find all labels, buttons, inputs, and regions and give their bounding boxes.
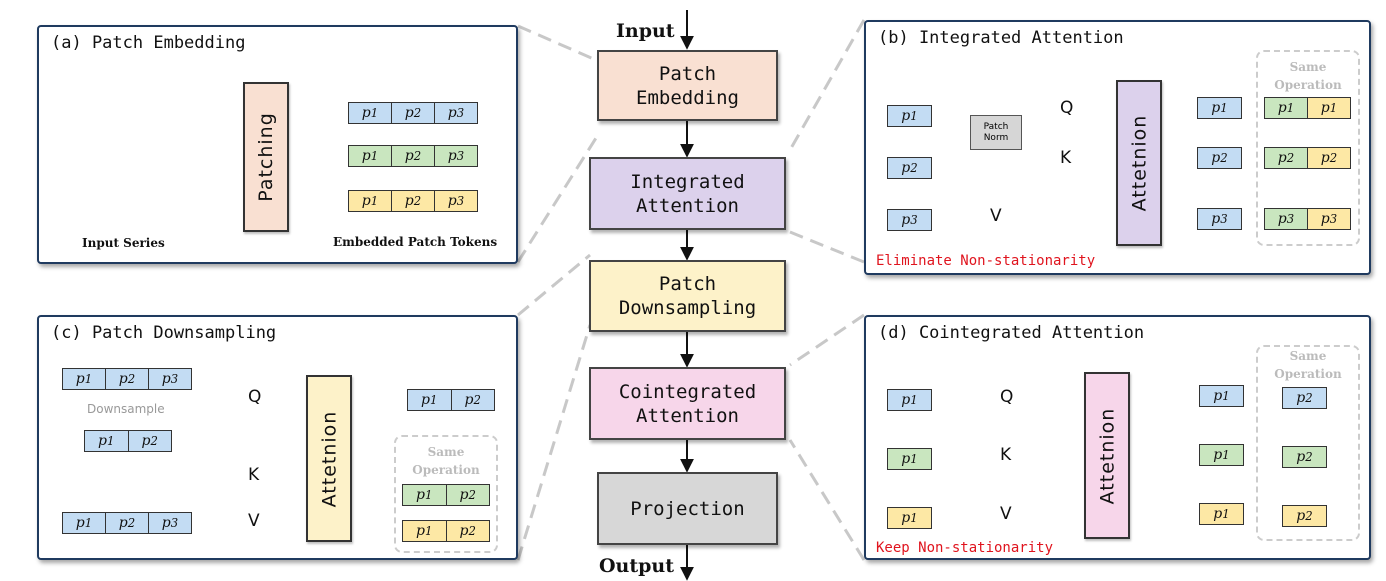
integrated-attention-block: Integrated Attention <box>589 157 786 230</box>
k-label: K <box>248 465 260 485</box>
integrated-attention-label: Integrated Attention <box>630 170 745 217</box>
same-operation-box <box>394 435 498 553</box>
eliminate-caption: Eliminate Non-stationarity <box>876 253 1096 269</box>
same-operation-label: Same Operation <box>1274 349 1342 381</box>
panel-d-title: (d) Cointegrated Attention <box>878 323 1145 343</box>
panel-b-title: (b) Integrated Attention <box>878 28 1124 48</box>
embedded-tokens-label: Embedded Patch Tokens <box>333 235 498 249</box>
k-label: K <box>1060 148 1072 168</box>
patch-embedding-label: Patch Embedding <box>636 62 739 109</box>
keep-caption: Keep Non-stationarity <box>876 540 1054 556</box>
projection-block: Projection <box>597 472 778 545</box>
patch-norm-block: Patch Norm <box>970 115 1022 150</box>
panel-a-title: (a) Patch Embedding <box>51 33 246 53</box>
output-label: Output <box>599 555 675 577</box>
v-label: V <box>1000 504 1012 524</box>
patch-downsampling-block: Patch Downsampling <box>589 260 786 332</box>
cointegrated-attention-block: Cointegrated Attention <box>589 367 786 440</box>
patching-label: Patching <box>255 112 278 202</box>
k-label: K <box>1000 445 1012 465</box>
v-label: V <box>990 206 1002 226</box>
downsample-label: Downsample <box>85 402 167 416</box>
same-operation-box <box>1256 345 1360 541</box>
attention-label: Attetnion <box>1096 407 1119 504</box>
cointegrated-attention-label: Cointegrated Attention <box>618 380 757 427</box>
attention-label: Attetnion <box>318 410 341 507</box>
v-label: V <box>248 511 260 531</box>
q-label: Q <box>248 387 262 407</box>
patch-embedding-block: Patch Embedding <box>597 50 778 121</box>
attention-block: Attetnion <box>1084 372 1130 539</box>
same-operation-label: Same Operation <box>1274 60 1342 92</box>
attention-label: Attetnion <box>1128 114 1151 212</box>
same-operation-label: Same Operation <box>412 445 480 477</box>
patching-block: Patching <box>243 82 289 232</box>
input-label: Input <box>616 20 675 42</box>
q-label: Q <box>1000 387 1014 407</box>
projection-label: Projection <box>630 497 745 520</box>
q-label: Q <box>1060 98 1074 118</box>
patch-downsampling-label: Patch Downsampling <box>618 273 757 319</box>
same-operation-box <box>1256 50 1360 246</box>
attention-block: Attetnion <box>306 375 352 542</box>
panel-c-title: (c) Patch Downsampling <box>51 323 277 343</box>
attention-block: Attetnion <box>1116 80 1162 246</box>
input-series-label: Input Series <box>82 236 165 250</box>
